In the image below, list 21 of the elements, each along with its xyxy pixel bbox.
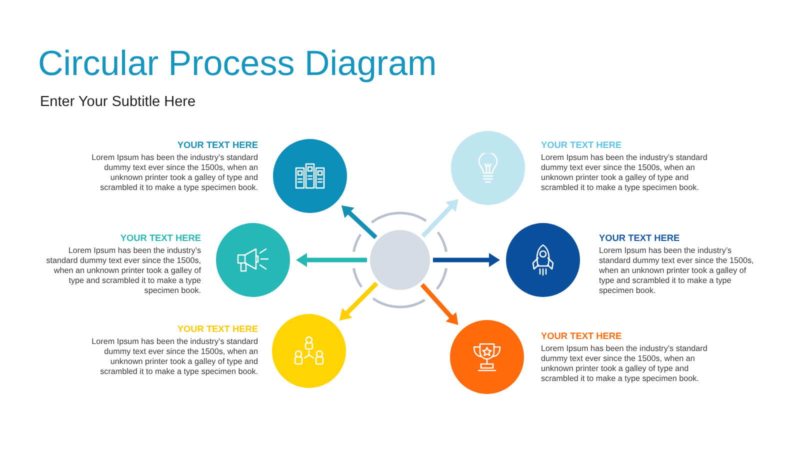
description-text: Lorem Ipsum has been the industry’s standard dummy text ever since the 1500s, when an unknown printer took a galley of type and scrambled it to make a type specimen book. [541, 344, 708, 384]
description-text: Lorem Ipsum has been the industry’s standard dummy text ever since the 1500s, when an unknown printer took a galley of type and scrambled it to make a type specimen book. [90, 337, 258, 377]
arrow [421, 199, 458, 238]
hub-circle [370, 230, 430, 290]
description-text: Lorem Ipsum has been the industry’s standard dummy text ever since the 1500s, when an unknown printer took a galley of type and scrambled it to make a type specimen book. [541, 153, 708, 193]
arrow [296, 253, 367, 267]
title: Circular Process Diagram [38, 44, 437, 84]
arrow [420, 283, 458, 325]
arrow [341, 205, 378, 240]
description-text: Lorem Ipsum has been the industry’s standard dummy text ever since the 1500s, when an unknown printer took a galley of type and scrambled it to make a type specimen book. [90, 153, 258, 193]
arrow [433, 253, 500, 267]
step-heading: YOUR TEXT HERE [599, 233, 680, 244]
step-heading: YOUR TEXT HERE [177, 324, 258, 335]
subtitle: Enter Your Subtitle Here [40, 94, 196, 110]
arrow [339, 282, 378, 321]
description-text: Lorem Ipsum has been the industry’s standard dummy text ever since the 1500s, when an unknown printer took a galley of type and scrambled it to make a type specimen book. [45, 246, 201, 296]
step-heading: YOUR TEXT HERE [177, 140, 258, 151]
step-heading: YOUR TEXT HERE [541, 140, 622, 151]
description-text: Lorem Ipsum has been the industry’s standard dummy text ever since the 1500s, when an unknown printer took a galley of type and scrambled it to make a type specimen book. [599, 246, 755, 296]
step-heading: YOUR TEXT HERE [541, 331, 622, 342]
step-heading: YOUR TEXT HERE [120, 233, 201, 244]
